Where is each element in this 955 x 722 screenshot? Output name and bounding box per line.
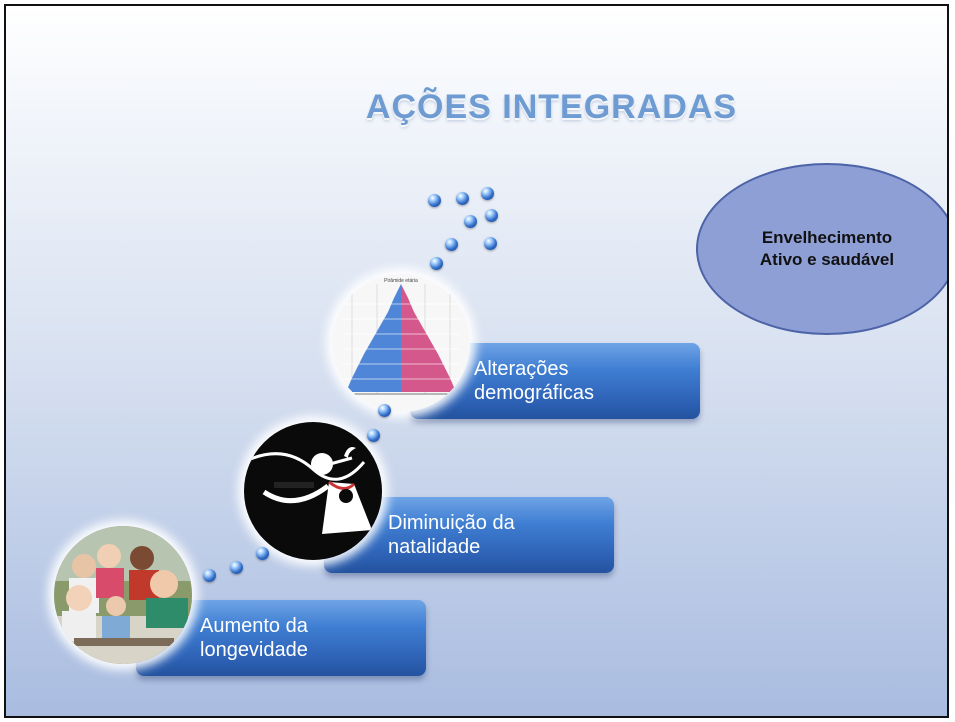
stork-circle bbox=[244, 422, 382, 560]
step-label-demographics: Alterações demográficas bbox=[474, 358, 595, 404]
bubble-dot bbox=[430, 257, 443, 270]
bubble-dot bbox=[464, 215, 477, 228]
slide-title: AÇÕES INTEGRADAS bbox=[365, 88, 738, 126]
step-box-longevity: Aumento da longevidade bbox=[136, 600, 426, 676]
bubble-dot bbox=[481, 187, 494, 200]
bubble-dot bbox=[428, 194, 441, 207]
bubble-dot bbox=[256, 547, 269, 560]
bubble-dot bbox=[484, 237, 497, 250]
population-pyramid-icon: Pirâmide etária bbox=[332, 274, 470, 412]
goal-label: Envelhecimento Ativo e saudável bbox=[759, 228, 895, 269]
step-label-longevity: Aumento da longevidade bbox=[200, 615, 308, 661]
slide: AÇÕES INTEGRADAS Envelhecimento Ativo e … bbox=[4, 4, 949, 718]
bubble-dot bbox=[367, 429, 380, 442]
stork-icon bbox=[244, 422, 382, 560]
step-label-natality: Diminuição da natalidade bbox=[388, 512, 515, 558]
bubble-dot bbox=[445, 238, 458, 251]
bubble-dot bbox=[378, 404, 391, 417]
goal-oval: Envelhecimento Ativo e saudável bbox=[696, 163, 947, 335]
bubble-dot bbox=[485, 209, 498, 222]
pyramid-caption: Pirâmide etária bbox=[384, 278, 418, 284]
bubble-dot bbox=[456, 192, 469, 205]
elderly-photo-circle bbox=[54, 526, 192, 664]
bubble-dot bbox=[230, 561, 243, 574]
elderly-group-icon bbox=[54, 526, 192, 664]
bubble-dot bbox=[203, 569, 216, 582]
population-pyramid-circle: Pirâmide etária bbox=[332, 274, 470, 412]
